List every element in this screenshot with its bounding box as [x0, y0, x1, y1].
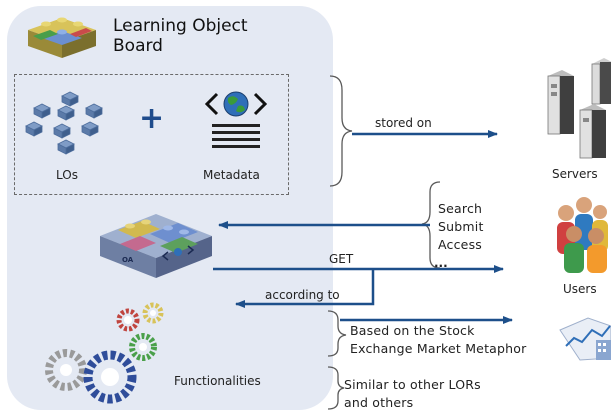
- lego-board-icon: OA: [100, 214, 212, 278]
- label-similar-lors: Similar to other LORs and others: [344, 377, 481, 410]
- label-servers: Servers: [552, 167, 598, 181]
- label-users: Users: [563, 282, 597, 296]
- label-los: LOs: [56, 168, 78, 182]
- stock-chart-icon: [559, 317, 611, 361]
- brace-stock: [327, 310, 347, 357]
- label-ellipsis: ...: [434, 256, 448, 270]
- label-functionalities: Functionalities: [174, 374, 261, 388]
- label-metadata: Metadata: [203, 168, 260, 182]
- brace-stored: [329, 75, 353, 187]
- metadata-globe-icon: [204, 91, 268, 148]
- arrow-according-to: [235, 270, 375, 308]
- server-rack-icon: [547, 58, 611, 159]
- label-get: GET: [329, 252, 354, 266]
- label-according-to: according to: [265, 288, 340, 302]
- learning-object-board-panel: [7, 6, 333, 410]
- brace-similar: [327, 366, 345, 410]
- plus-sign: +: [139, 101, 165, 136]
- gears-icon: [45, 302, 164, 404]
- users-group-icon: [557, 197, 608, 273]
- diagram-title: Learning Object Board: [113, 16, 248, 56]
- lo-metadata-group: [14, 74, 289, 195]
- label-stored-on: stored on: [375, 116, 432, 130]
- label-stock-metaphor: Based on the Stock Exchange Market Metap…: [350, 323, 527, 356]
- label-actions: Search Submit Access: [438, 201, 484, 252]
- svg-text:OA: OA: [122, 256, 134, 264]
- lego-bricks-icon: [28, 17, 96, 58]
- lo-cubes-icon: [25, 91, 103, 155]
